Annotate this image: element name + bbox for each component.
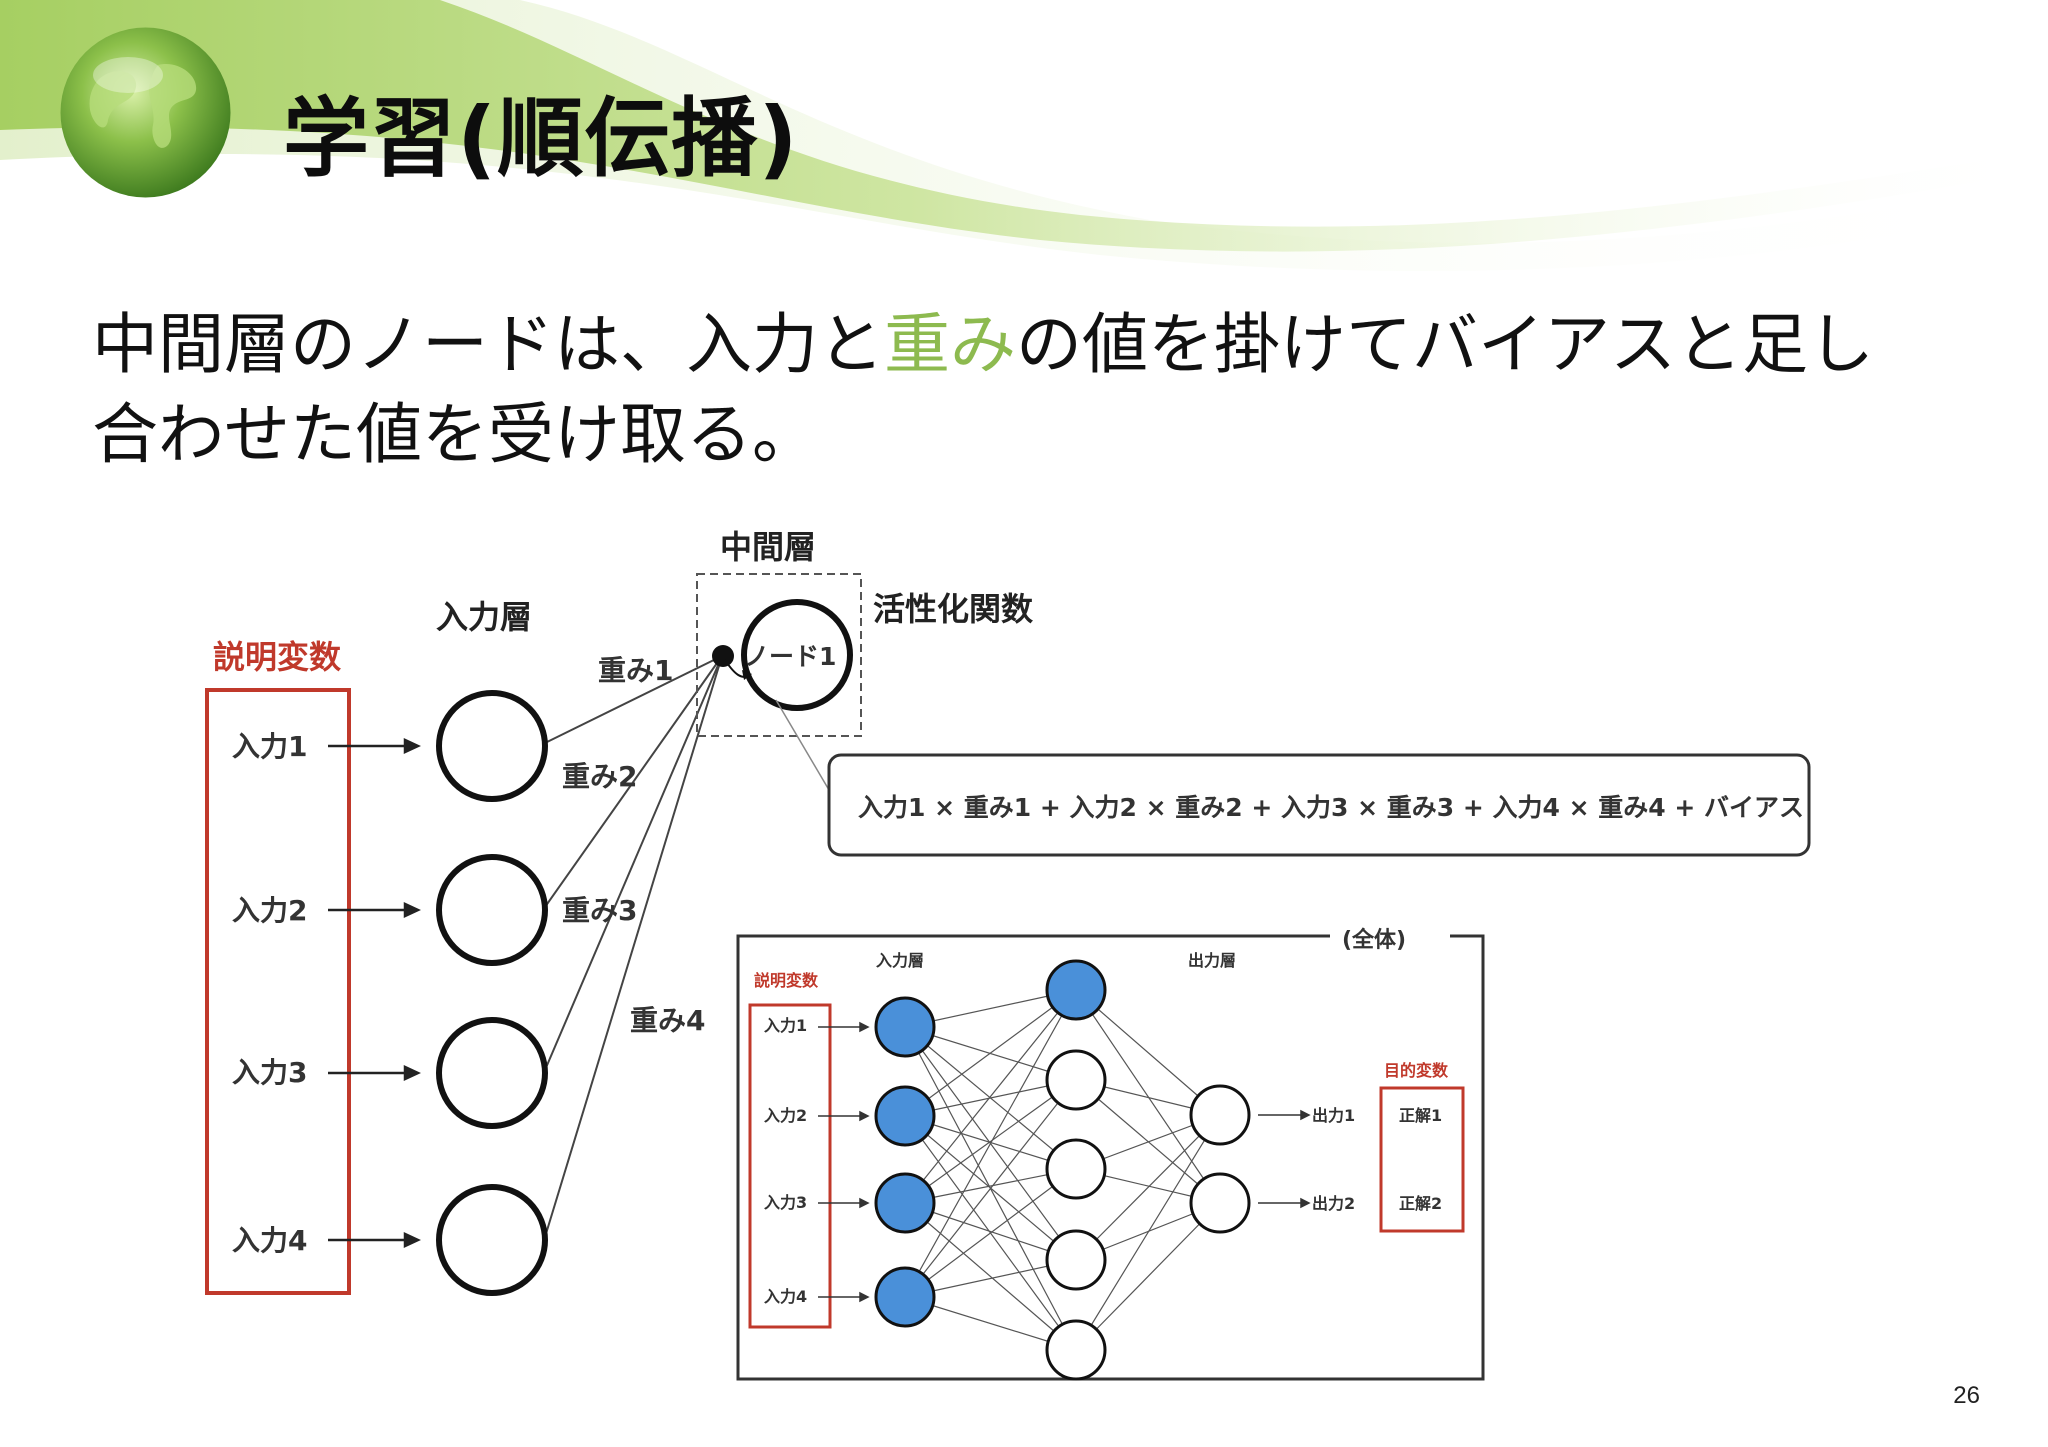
overview-edge xyxy=(904,989,1077,1117)
overview-output-layer-label: 出力層 xyxy=(1188,951,1236,970)
input-label-1: 入力1 xyxy=(232,730,307,763)
overview-output-arrows xyxy=(1258,1109,1311,1209)
overview-input-node xyxy=(874,1266,936,1328)
slide-title: 学習(順伝播) xyxy=(283,89,799,189)
overview-answer-label-1: 正解1 xyxy=(1399,1106,1442,1125)
overview-edge xyxy=(904,1079,1077,1204)
overview-output-label-1: 出力1 xyxy=(1312,1106,1355,1125)
input-layer-label: 入力層 xyxy=(436,598,532,636)
overview-edge xyxy=(904,1202,1077,1351)
overview-explanatory-label: 説明変数 xyxy=(754,971,819,990)
body-highlight-weights: 重み xyxy=(884,306,1016,383)
overview-input-node xyxy=(874,1172,936,1234)
overview-edge xyxy=(1075,1202,1221,1351)
overview-hidden-node xyxy=(1045,1138,1107,1200)
overview-edge xyxy=(1075,1114,1221,1261)
body-text: 中間層のノードは、入力と重みの値を掛けてバイアスと足し 合わせた値を受け取る。 xyxy=(92,300,1992,480)
overview-input-node xyxy=(874,996,936,1058)
overview-edge xyxy=(1075,1114,1221,1351)
overview-input-label-2: 入力2 xyxy=(764,1106,807,1125)
overview-output-node xyxy=(1189,1172,1251,1234)
input-node-3 xyxy=(436,1017,548,1129)
weight-lines xyxy=(544,655,723,1238)
input-arrows xyxy=(328,738,421,1248)
explanatory-variables-box xyxy=(205,688,351,1295)
page-number: 26 xyxy=(1953,1382,1980,1409)
overview-input-layer-label: 入力層 xyxy=(876,951,924,970)
overview-input-arrows xyxy=(818,1021,870,1303)
overview-input-label-1: 入力1 xyxy=(764,1016,807,1035)
overview-input-label-3: 入力3 xyxy=(764,1193,807,1212)
input-node-4 xyxy=(436,1184,548,1296)
node-label: ノード1 xyxy=(744,642,836,671)
overview-edge xyxy=(904,1168,1077,1298)
overview-nodes xyxy=(874,959,1251,1381)
overview-tag: (全体) xyxy=(1342,927,1406,953)
overview-target-label: 目的変数 xyxy=(1384,1061,1449,1080)
summation-point xyxy=(712,645,734,667)
input-label-2: 入力2 xyxy=(232,894,307,927)
overview-edge xyxy=(904,989,1077,1204)
overview-hidden-node xyxy=(1045,1049,1107,1111)
overview-input-label-4: 入力4 xyxy=(764,1287,807,1306)
weight-label-3: 重み3 xyxy=(562,894,637,927)
overview-output-node xyxy=(1189,1084,1251,1146)
weight-label-2: 重み2 xyxy=(562,760,637,793)
body-line2: 合わせた値を受け取る。 xyxy=(92,396,818,473)
formula-text: 入力1 × 重み1 + 入力2 × 重み2 + 入力3 × 重み3 + 入力4 … xyxy=(858,793,1804,822)
overview-input-node xyxy=(874,1085,936,1147)
overview-hidden-node xyxy=(1045,959,1107,1021)
input-label-4: 入力4 xyxy=(232,1224,307,1257)
input-node-1 xyxy=(436,690,548,802)
overview-answer-label-2: 正解2 xyxy=(1399,1194,1442,1213)
weight-label-1: 重み1 xyxy=(598,654,673,687)
header-decoration xyxy=(0,0,2048,271)
overview-output-label-2: 出力2 xyxy=(1312,1194,1355,1213)
hidden-node-1 xyxy=(741,599,853,711)
hidden-layer-label: 中間層 xyxy=(720,528,816,566)
input-node-2 xyxy=(436,854,548,966)
hidden-node-box xyxy=(696,573,862,737)
body-line1-after: の値を掛けてバイアスと足し xyxy=(1016,306,1874,383)
activation-function-label: 活性化関数 xyxy=(873,590,1034,628)
weight-label-4: 重み4 xyxy=(630,1004,705,1037)
body-line1-before: 中間層のノードは、入力と xyxy=(92,306,884,383)
overview-hidden-node xyxy=(1045,1229,1107,1291)
overview-edge xyxy=(904,989,1077,1298)
input-label-3: 入力3 xyxy=(232,1056,307,1089)
overview-hidden-node xyxy=(1045,1319,1107,1381)
overview-edge xyxy=(1075,989,1221,1116)
globe-icon xyxy=(58,25,233,200)
overview-edge xyxy=(1075,989,1221,1204)
overview-panel: (全体) 入力層 出力層 説明変数 入力1 入力2 入力3 入力4 出力1 xyxy=(736,922,1485,1381)
overview-edge xyxy=(904,1079,1077,1298)
explanatory-variables-label: 説明変数 xyxy=(213,638,342,676)
formula-box xyxy=(827,753,1811,857)
